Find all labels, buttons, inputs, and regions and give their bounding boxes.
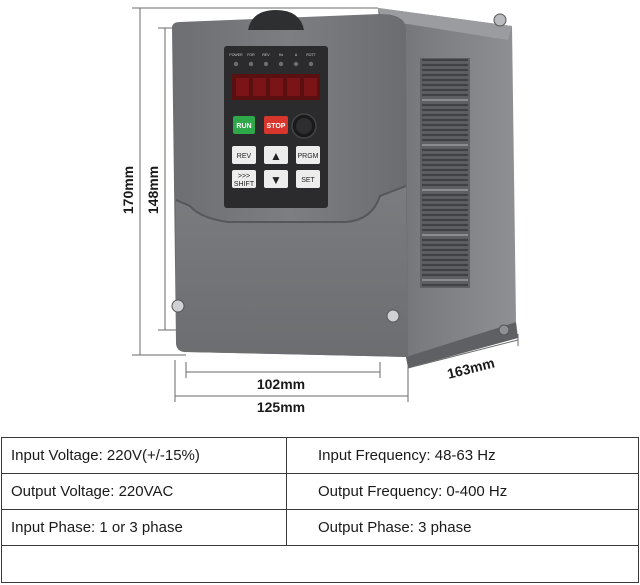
- output-phase-cell: Output Phase: 3 phase: [286, 509, 639, 546]
- body-height-label: 148mm: [145, 166, 161, 214]
- input-phase-cell: Input Phase: 1 or 3 phase: [1, 509, 287, 546]
- display-digit: [287, 78, 300, 96]
- depth-label: 163mm: [445, 355, 496, 382]
- rev-key[interactable]: REV: [232, 146, 256, 164]
- display-digit: [304, 78, 317, 96]
- table-row: Input Voltage: 220V(+/-15%) Input Freque…: [1, 437, 639, 474]
- dimension-lines: [132, 7, 519, 402]
- keypad-panel: POWER FOR REV Hz A ROTT RUN STOP REV ▲: [224, 46, 328, 208]
- output-frequency-cell: Output Frequency: 0-400 Hz: [286, 473, 639, 510]
- display-digit: [270, 78, 283, 96]
- arrow-down-icon: ▼: [270, 173, 282, 187]
- total-width-label: 125mm: [257, 399, 305, 415]
- side-screw-bottom: [498, 324, 510, 336]
- side-face: [378, 8, 518, 368]
- indicator-led: [293, 61, 299, 67]
- prgm-key[interactable]: PRGM: [296, 146, 320, 164]
- display-digit: [236, 78, 249, 96]
- svg-text:PRGM: PRGM: [298, 153, 319, 160]
- speed-knob[interactable]: [291, 113, 317, 139]
- table-row: Output Voltage: 220VAC Output Frequency:…: [1, 473, 639, 510]
- spec-table: Input Voltage: 220V(+/-15%) Input Freque…: [1, 437, 639, 583]
- indicator-led: [263, 61, 269, 67]
- product-figure: POWER FOR REV Hz A ROTT RUN STOP REV ▲: [120, 7, 519, 415]
- svg-text:>>>: >>>: [238, 173, 250, 180]
- display-digit: [253, 78, 266, 96]
- indicator-led: [233, 61, 239, 67]
- run-button[interactable]: RUN: [233, 116, 255, 134]
- indicator-label: FOR: [247, 53, 255, 57]
- table-row: Input Phase: 1 or 3 phase Output Phase: …: [1, 509, 639, 546]
- front-screw-right: [386, 309, 400, 323]
- down-key[interactable]: ▼: [264, 170, 288, 188]
- svg-text:SHIFT: SHIFT: [234, 181, 255, 188]
- svg-text:SET: SET: [301, 177, 315, 184]
- set-key[interactable]: SET: [296, 170, 320, 188]
- front-screw-left: [171, 299, 185, 313]
- indicator-label: POWER: [229, 53, 243, 57]
- svg-text:RUN: RUN: [236, 123, 251, 130]
- indicator-leds: POWER FOR REV Hz A ROTT: [229, 53, 317, 67]
- input-voltage-cell: Input Voltage: 220V(+/-15%): [1, 437, 287, 474]
- side-screw: [493, 13, 507, 27]
- total-height-label: 170mm: [120, 166, 136, 214]
- empty-cell: [1, 545, 639, 583]
- output-voltage-cell: Output Voltage: 220VAC: [1, 473, 287, 510]
- indicator-label: A: [295, 53, 298, 57]
- input-frequency-cell: Input Frequency: 48-63 Hz: [286, 437, 639, 474]
- svg-text:STOP: STOP: [267, 123, 286, 130]
- stop-button[interactable]: STOP: [264, 116, 288, 134]
- indicator-label: Hz: [279, 53, 284, 57]
- shift-key[interactable]: >>> SHIFT: [232, 170, 256, 188]
- front-width-label: 102mm: [257, 376, 305, 392]
- side-vent-grille: [420, 58, 470, 288]
- indicator-led: [308, 61, 314, 67]
- table-row-empty: [1, 545, 639, 583]
- indicator-label: REV: [262, 53, 270, 57]
- indicator-led: [278, 61, 284, 67]
- arrow-up-icon: ▲: [270, 149, 282, 163]
- up-key[interactable]: ▲: [264, 146, 288, 164]
- svg-text:REV: REV: [237, 153, 252, 160]
- indicator-led: [248, 61, 254, 67]
- indicator-label: ROTT: [306, 53, 316, 57]
